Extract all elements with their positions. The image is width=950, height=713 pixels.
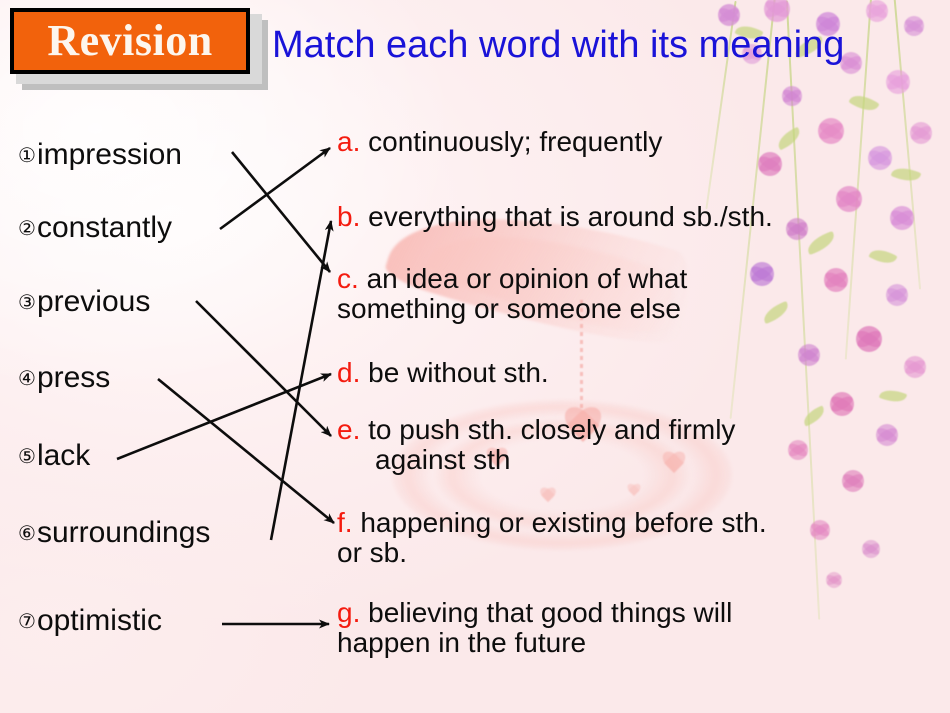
word-item-4[interactable]: ④press [18, 363, 110, 393]
word-number-6: ⑥ [18, 523, 36, 545]
definition-text-f: happening or existing before sth. [360, 507, 767, 538]
word-label-5: lack [36, 439, 91, 472]
definition-letter-b: b. [337, 201, 361, 232]
word-label-7: optimistic [36, 604, 162, 637]
definition-text-e-line2: against sth [375, 444, 511, 476]
definition-item-f[interactable]: f. happening or existing before sth. or … [337, 507, 937, 569]
definition-item-g[interactable]: g. believing that good things will happe… [337, 597, 937, 659]
definition-text-c: an idea or opinion of what [366, 263, 688, 294]
definition-letter-g: g. [337, 597, 361, 628]
word-item-7[interactable]: ⑦optimistic [18, 606, 162, 636]
word-number-5: ⑤ [18, 446, 36, 468]
definition-letter-e: e. [337, 414, 361, 445]
word-number-4: ④ [18, 368, 36, 390]
definition-letter-c: c. [337, 263, 359, 294]
word-label-3: previous [36, 285, 151, 318]
word-number-2: ② [18, 218, 36, 240]
word-item-1[interactable]: ①impression [18, 140, 182, 170]
word-number-3: ③ [18, 292, 36, 314]
definition-letter-f: f. [337, 507, 353, 538]
slide-heading: Match each word with its meaning [272, 24, 845, 66]
definition-text-g-line2: happen in the future [337, 627, 587, 659]
definition-text-d: be without sth. [368, 357, 549, 388]
word-item-5[interactable]: ⑤lack [18, 441, 90, 471]
definition-item-d[interactable]: d. be without sth. [337, 357, 937, 388]
background-flower-vines [690, 0, 950, 713]
definition-item-b[interactable]: b. everything that is around sb./sth. [337, 201, 937, 232]
word-number-7: ⑦ [18, 611, 36, 633]
definition-text-a: continuously; frequently [368, 126, 663, 157]
background-heart-chain [580, 300, 583, 412]
definition-text-f-line2: or sb. [337, 537, 408, 569]
revision-badge-label: Revision [47, 16, 213, 65]
word-item-2[interactable]: ②constantly [18, 213, 172, 243]
definition-letter-d: d. [337, 357, 361, 388]
revision-badge: Revision [10, 8, 250, 74]
definition-item-c[interactable]: c. an idea or opinion of what something … [337, 263, 937, 325]
word-list: ①impression ②constantly ③previous ④press… [0, 0, 330, 713]
definition-text-b: everything that is around sb./sth. [368, 201, 773, 232]
word-label-1: impression [36, 138, 182, 171]
definition-item-e[interactable]: e. to push sth. closely and firmly again… [337, 414, 937, 476]
word-item-3[interactable]: ③previous [18, 287, 150, 317]
definition-text-g: believing that good things will [368, 597, 733, 628]
definition-letter-a: a. [337, 126, 361, 157]
definition-item-a[interactable]: a. continuously; frequently [337, 126, 937, 157]
word-label-2: constantly [36, 211, 173, 244]
word-number-1: ① [18, 145, 36, 167]
definition-text-c-line2: something or someone else [337, 293, 681, 325]
word-label-4: press [36, 361, 111, 394]
definition-text-e: to push sth. closely and firmly [368, 414, 736, 445]
